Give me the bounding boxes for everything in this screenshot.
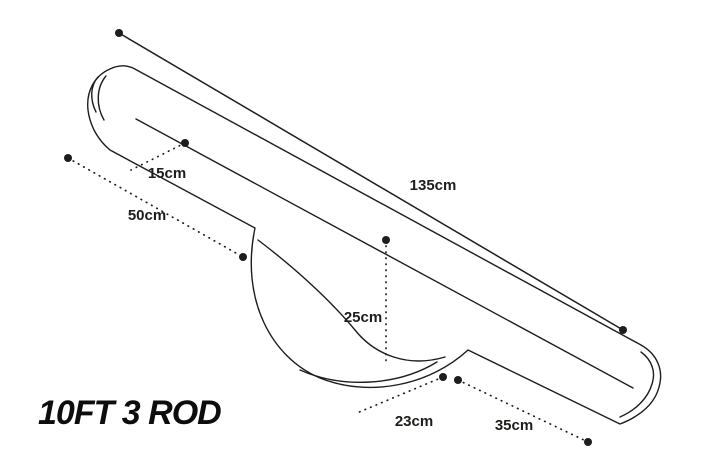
right-endcap-detail (619, 351, 655, 418)
dimension-35cm: 35cm (454, 376, 592, 446)
left-endcap-detail-1 (97, 75, 107, 121)
dimension-135cm-dot-start (115, 29, 123, 37)
dimension-35cm-label: 35cm (495, 417, 533, 434)
dimension-50cm-label: 50cm (128, 207, 166, 224)
left-endcap-detail-2 (91, 76, 99, 113)
diagram-title: 10FT 3 ROD (38, 394, 221, 432)
rod-bag-outline-group (87, 65, 662, 425)
dimension-23cm-line (356, 376, 444, 414)
dimension-15cm-label: 15cm (148, 165, 186, 182)
dimension-35cm-line (457, 379, 589, 443)
dimension-50cm-dot-start (64, 154, 72, 162)
dimension-15cm-line (130, 142, 186, 171)
dimension-50cm: 50cm (64, 154, 247, 261)
dimension-135cm-dot-end (619, 326, 627, 334)
dimension-135cm-label: 135cm (410, 177, 457, 194)
pocket-fold-line (257, 239, 446, 362)
dimension-25cm: 25cm (344, 236, 390, 363)
dimension-35cm-dot-end (584, 438, 592, 446)
dimension-15cm: 15cm (130, 139, 189, 182)
dimension-23cm-dot (439, 373, 447, 381)
dimension-25cm-label: 25cm (344, 309, 382, 326)
dimension-23cm-label: 23cm (395, 413, 433, 430)
dimension-50cm-line (67, 157, 244, 258)
dimension-35cm-dot-start (454, 376, 462, 384)
pocket-inner-line (299, 361, 438, 383)
dimension-135cm: 135cm (115, 29, 627, 334)
bag-outline (87, 65, 662, 425)
dimension-25cm-dot (382, 236, 390, 244)
dimension-135cm-line (118, 32, 624, 331)
dimension-23cm: 23cm (356, 373, 447, 430)
dimension-15cm-dot (181, 139, 189, 147)
dimension-50cm-dot-end (239, 253, 247, 261)
bag-seam-line (135, 118, 634, 389)
